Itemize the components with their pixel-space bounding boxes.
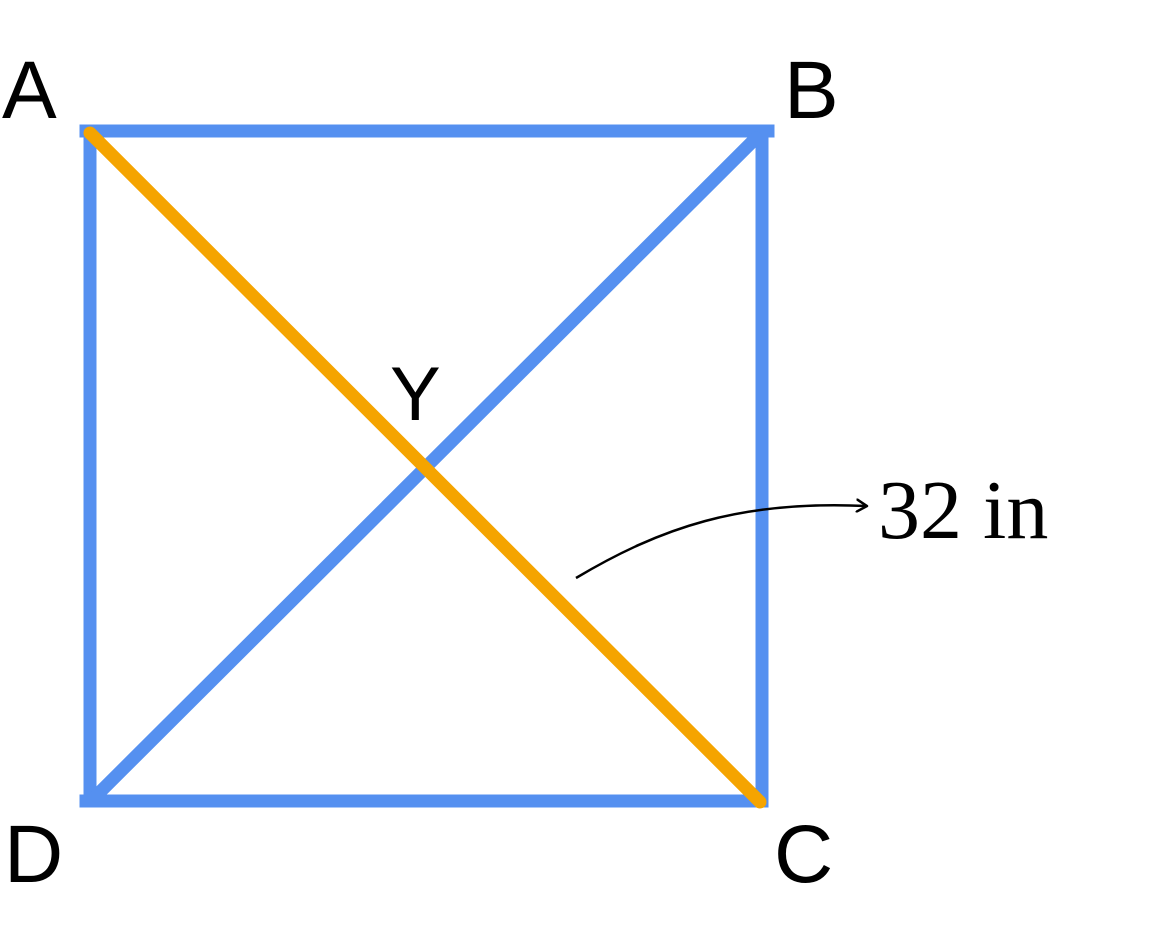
measurement-label: 32 in xyxy=(878,464,1048,557)
measurement-arrow xyxy=(575,505,866,580)
vertex-label-a: A xyxy=(2,45,57,136)
vertex-label-b: B xyxy=(784,45,839,136)
vertex-label-c: C xyxy=(774,809,833,900)
center-label-y: Y xyxy=(390,352,441,437)
diagonal-ac xyxy=(83,126,767,809)
vertex-label-d: D xyxy=(4,809,63,900)
